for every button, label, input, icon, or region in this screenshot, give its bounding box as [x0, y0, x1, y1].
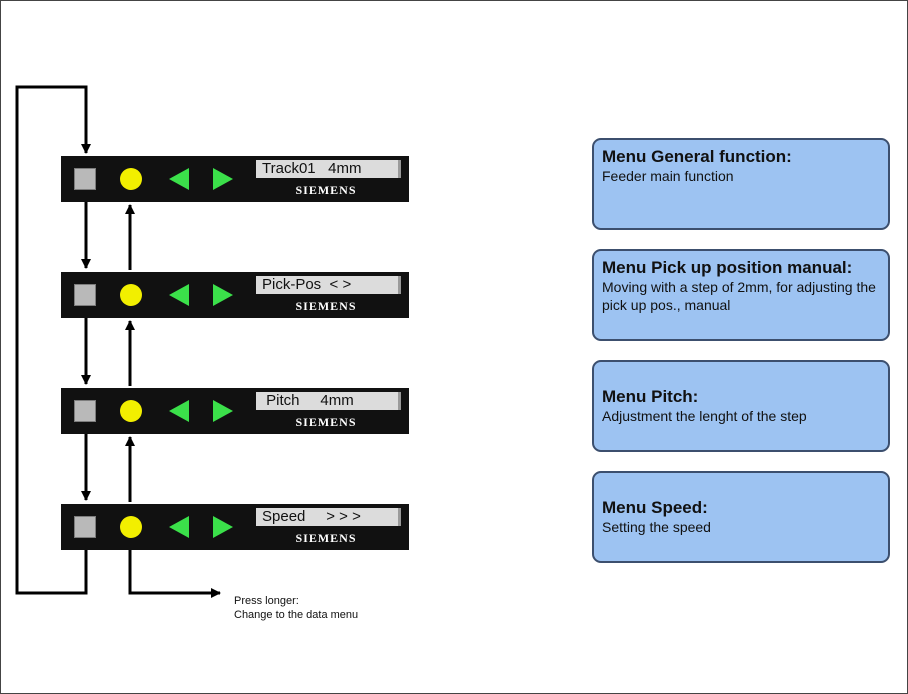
brand-label: SIEMENS	[295, 183, 357, 197]
feeder-panel-pickpos: Pick-Pos < > SIEMENS	[61, 272, 409, 318]
menu-pitch-box: Menu Pitch: Adjustment the lenght of the…	[592, 360, 890, 452]
lcd-display: Track01 4mm	[256, 160, 401, 178]
press-longer-note: Press longer: Change to the data menu	[234, 594, 358, 622]
right-arrow-icon[interactable]	[213, 400, 233, 422]
square-button[interactable]	[74, 400, 96, 422]
square-button[interactable]	[74, 284, 96, 306]
yellow-circle-button[interactable]	[120, 400, 142, 422]
left-arrow-icon[interactable]	[169, 516, 189, 538]
note-line-1: Press longer:	[234, 595, 299, 607]
left-arrow-icon[interactable]	[169, 284, 189, 306]
yellow-circle-button[interactable]	[120, 516, 142, 538]
menu-title: Menu Pick up position manual:	[602, 258, 853, 277]
note-line-2: Change to the data menu	[234, 609, 359, 621]
feeder-panel-speed: Speed > > > SIEMENS	[61, 504, 409, 550]
right-arrow-icon[interactable]	[213, 284, 233, 306]
yellow-circle-button[interactable]	[120, 284, 142, 306]
menu-description: Adjustment the lenght of the step	[602, 408, 807, 424]
menu-pickup-box: Menu Pick up position manual: Moving wit…	[592, 249, 890, 341]
lcd-display: Pick-Pos < >	[256, 276, 401, 294]
menu-title: Menu General function:	[602, 147, 792, 166]
lcd-display: Speed > > >	[256, 508, 401, 526]
menu-description: Setting the speed	[602, 519, 711, 535]
square-button[interactable]	[74, 516, 96, 538]
brand-label: SIEMENS	[295, 415, 357, 429]
menu-title: Menu Pitch:	[602, 387, 699, 406]
menu-description: Moving with a step of 2mm, for adjusting…	[602, 279, 876, 313]
feeder-panel-pitch: Pitch 4mm SIEMENS	[61, 388, 409, 434]
menu-speed-box: Menu Speed: Setting the speed	[592, 471, 890, 563]
left-arrow-icon[interactable]	[169, 400, 189, 422]
menu-title: Menu Speed:	[602, 498, 708, 517]
lcd-display: Pitch 4mm	[256, 392, 401, 410]
left-arrow-icon[interactable]	[169, 168, 189, 190]
right-arrow-icon[interactable]	[213, 168, 233, 190]
brand-label: SIEMENS	[295, 531, 357, 545]
square-button[interactable]	[74, 168, 96, 190]
brand-label: SIEMENS	[295, 299, 357, 313]
feeder-panel-general: Track01 4mm SIEMENS	[61, 156, 409, 202]
right-arrow-icon[interactable]	[213, 516, 233, 538]
menu-description: Feeder main function	[602, 168, 734, 184]
yellow-circle-button[interactable]	[120, 168, 142, 190]
menu-general-box: Menu General function: Feeder main funct…	[592, 138, 890, 230]
